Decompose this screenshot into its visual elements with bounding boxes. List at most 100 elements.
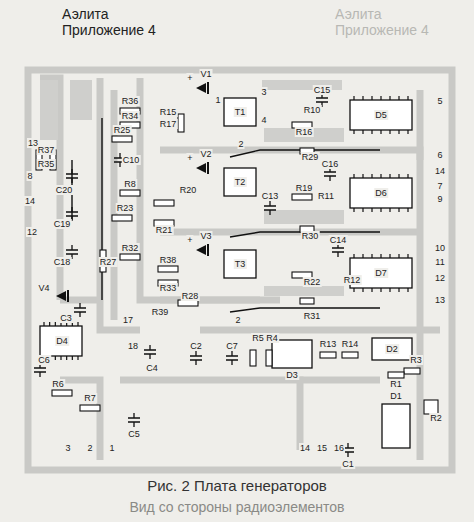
part-label: 2: [237, 139, 244, 149]
resistor-symbol: [80, 405, 100, 411]
part-label: 11: [434, 257, 445, 267]
part-label: R39: [151, 307, 170, 317]
ic-pin: [389, 174, 390, 212]
part-label: 1: [214, 95, 221, 105]
part-label: +: [186, 235, 193, 245]
capacitor-symbol: [144, 345, 156, 359]
capacitor-symbol: [332, 243, 344, 257]
resistor-symbol: [52, 390, 72, 396]
capacitor-symbol: [226, 351, 238, 365]
part-label: D5: [374, 110, 388, 120]
subcaption: Вид со стороны радиоэлементов: [128, 502, 345, 512]
part-label: V3: [199, 231, 212, 241]
part-label: D6: [374, 188, 388, 198]
caption: Рис. 2 Плата генераторов: [0, 477, 474, 494]
part-label: 1: [108, 443, 115, 453]
part-label: C16: [321, 159, 340, 169]
part-label: T1: [234, 107, 247, 117]
part-label: R14: [341, 339, 360, 349]
part-label: R1: [389, 379, 403, 389]
part-label: D7: [374, 268, 388, 278]
resistor-symbol: [120, 190, 140, 196]
ic-pin: [362, 254, 363, 292]
part-label: 14: [434, 166, 446, 176]
copper-area: [40, 80, 344, 296]
part-label: V4: [37, 283, 50, 293]
part-label: C10: [122, 155, 141, 165]
resistor-symbol: [112, 136, 132, 142]
part-label: 8: [26, 171, 33, 181]
part-label: 13: [434, 295, 446, 305]
capacitor-symbol: [324, 167, 336, 181]
part-label: T3: [234, 259, 247, 269]
resistor-symbol: [250, 350, 256, 366]
part-label: R29: [301, 152, 320, 162]
resistor-symbol: [388, 372, 404, 378]
resistor-symbol: [424, 400, 438, 414]
part-label: R32: [121, 243, 140, 253]
capacitor-symbol: [66, 169, 78, 183]
part-label: R28: [181, 291, 200, 301]
part-label: C15: [313, 85, 332, 95]
resistor-symbol: [154, 200, 174, 206]
part-label: 17: [122, 315, 134, 325]
part-label: C14: [329, 235, 348, 245]
part-label: +: [186, 73, 193, 83]
part-label: R6: [51, 379, 65, 389]
part-label: R36: [121, 96, 140, 106]
part-label: 4: [260, 115, 267, 125]
resistor-symbol: [112, 215, 132, 221]
part-label: R17: [159, 119, 178, 129]
part-label: R19: [295, 183, 314, 193]
part-label: R13: [319, 339, 338, 349]
ic-package: [40, 98, 412, 448]
part-label: R12: [343, 275, 362, 285]
part-label: C7: [225, 341, 239, 351]
ic-pin: [362, 96, 363, 134]
ic-pin: [371, 254, 372, 292]
title: Аэлита Приложение 4: [62, 6, 182, 38]
part-label: R38: [159, 255, 178, 265]
capacitor-symbol: [264, 201, 276, 215]
part-label: C2: [189, 341, 203, 351]
part-label: R5: [251, 333, 265, 343]
resistor-symbol: [342, 352, 358, 358]
part-label: R35: [37, 159, 56, 169]
part-label: 2: [86, 443, 93, 453]
part-label: R3: [409, 355, 423, 365]
part-label: 3: [260, 87, 267, 97]
part-label: 15: [316, 443, 328, 453]
part-label: D1: [389, 391, 403, 401]
part-label: C1: [341, 459, 355, 469]
part-label: 6: [436, 150, 443, 160]
part-label: C3: [59, 313, 73, 323]
part-label: R2: [429, 413, 443, 423]
part-label: R10: [303, 105, 322, 115]
ic-pin: [353, 254, 354, 292]
resistor-symbol: [158, 266, 178, 272]
resistor-symbol: [404, 368, 420, 374]
ic-pin: [398, 254, 399, 292]
part-label: R37: [37, 145, 56, 155]
resistor-symbol: [178, 114, 184, 132]
ic-pin: [353, 96, 354, 134]
ic-pin: [407, 96, 408, 134]
part-label: C13: [261, 191, 280, 201]
part-label: 12: [26, 227, 38, 237]
ic-pin: [371, 96, 372, 134]
ic-pin: [362, 174, 363, 212]
ic-pin: [398, 96, 399, 134]
part-label: R16: [295, 127, 314, 137]
part-label: C18: [53, 257, 72, 267]
part-label: R20: [179, 185, 198, 195]
capacitor-symbol: [74, 303, 86, 317]
part-label: R23: [116, 203, 135, 213]
part-label: 16: [333, 443, 345, 453]
copper-trace: [28, 70, 452, 470]
part-label: R34: [121, 111, 140, 121]
ic-pin: [398, 174, 399, 212]
resistor-symbol: [266, 350, 272, 366]
part-label: 9: [436, 194, 443, 204]
ic-pin: [407, 174, 408, 212]
part-label: 18: [127, 341, 139, 351]
